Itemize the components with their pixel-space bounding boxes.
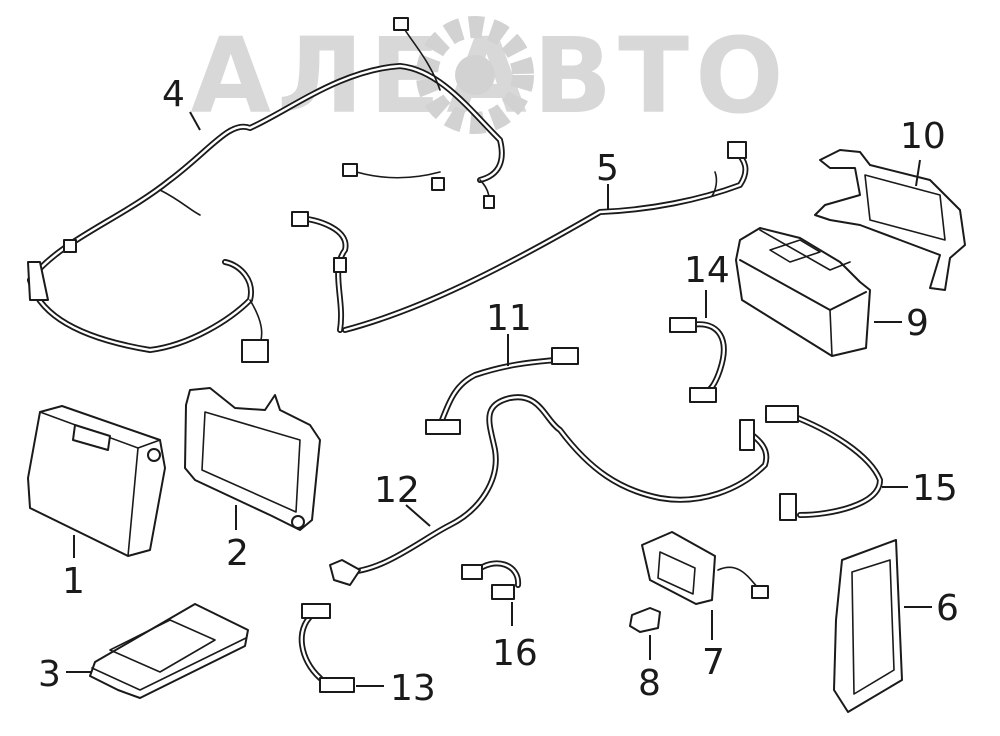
callout-14: 14 [684, 250, 730, 291]
callout-2: 2 [226, 533, 249, 574]
callout-12: 12 [374, 470, 420, 511]
part-2-bracket [184, 387, 321, 531]
callout-labels: 1 2 3 4 5 6 7 8 9 10 11 12 13 14 15 16 [38, 74, 959, 709]
leader-12 [405, 504, 431, 527]
callout-1: 1 [62, 561, 85, 602]
part-3-module [89, 603, 249, 699]
part-16-cable [461, 560, 522, 600]
part-5-harness [291, 141, 749, 333]
part-12-cable [329, 394, 770, 586]
callout-16: 16 [492, 633, 538, 674]
part-14-cable [669, 317, 727, 403]
part-8-connector [629, 607, 661, 633]
leader-lines [66, 111, 932, 687]
callout-15: 15 [912, 468, 958, 509]
part-6-module [833, 539, 903, 713]
callout-11: 11 [486, 298, 532, 339]
callout-3: 3 [38, 654, 61, 695]
callout-13: 13 [390, 668, 436, 709]
leader-4 [189, 111, 201, 131]
callout-6: 6 [936, 588, 959, 629]
part-13-cable [298, 603, 355, 693]
part-10-bracket [814, 149, 966, 291]
part-4-main-harness [27, 17, 505, 363]
callout-9: 9 [906, 303, 929, 344]
watermark-gear-icon [416, 16, 534, 134]
part-1-control-unit [27, 405, 166, 557]
watermark: АЛЕАВТО [190, 15, 789, 137]
callout-4: 4 [162, 74, 185, 115]
part-15-cable [765, 405, 883, 521]
callout-8: 8 [638, 663, 661, 704]
leader-10 [915, 159, 921, 187]
part-11-cable [425, 347, 579, 435]
callout-5: 5 [596, 148, 619, 189]
watermark-text: АЛЕАВТО [190, 15, 789, 137]
callout-10: 10 [900, 116, 946, 157]
callout-7: 7 [702, 642, 725, 683]
part-9-module [735, 227, 871, 357]
part-7-switch [641, 531, 769, 605]
